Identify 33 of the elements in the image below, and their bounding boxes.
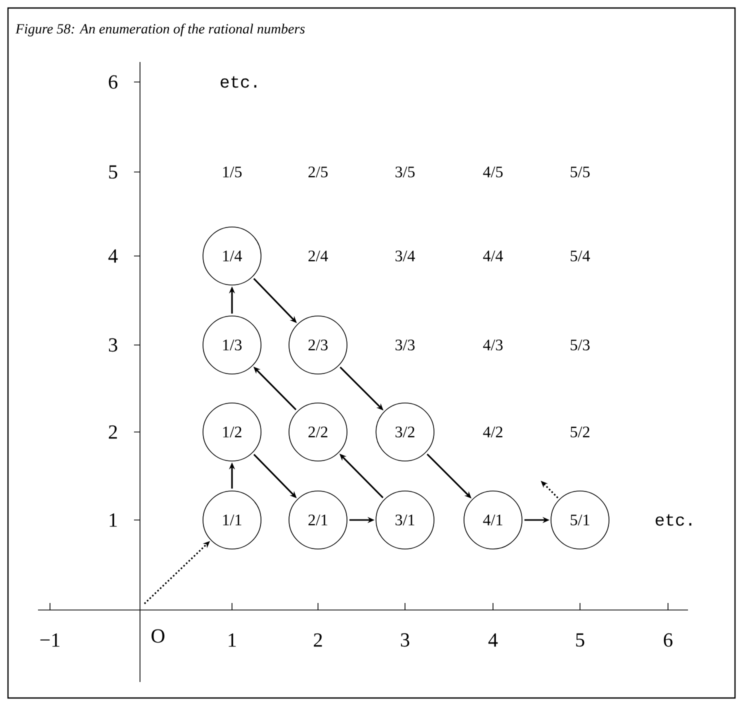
fraction-label: 2/4 — [308, 250, 328, 262]
fraction-label: 5/3 — [570, 340, 590, 350]
title: Figure 58: An enumeration of the rational numbers — [15, 24, 305, 36]
fraction-label: 2/5 — [308, 166, 328, 178]
tick-label: 3 — [108, 338, 118, 352]
tick-label: 3 — [400, 633, 410, 647]
tick-label: 6 — [664, 633, 672, 647]
arrow — [426, 454, 472, 498]
etc-label: etc. — [220, 76, 256, 88]
fraction-label: 1/5 — [223, 166, 242, 178]
fraction-label: 3/3 — [396, 340, 415, 350]
tick-label: 1 — [110, 513, 117, 527]
fraction-label: 4/2 — [483, 426, 502, 438]
fraction-label: 5/4 — [570, 250, 590, 262]
tick-label: −1 — [40, 633, 60, 647]
tick-label: 5 — [109, 165, 118, 179]
arrow — [340, 366, 384, 410]
tick-label: 4 — [488, 633, 498, 647]
tick-label: 2 — [108, 425, 117, 439]
fraction-label: 3/5 — [396, 166, 415, 178]
tick-label: 5 — [576, 633, 584, 647]
fraction-label: 5/5 — [570, 166, 590, 178]
fraction-label: 3/4 — [396, 250, 415, 262]
tick-label: O — [152, 629, 164, 643]
fraction-label: 4/3 — [483, 340, 503, 350]
tick-label: 1 — [228, 633, 236, 647]
etc-label: etc. — [656, 514, 692, 526]
fraction-label: 4/4 — [483, 250, 503, 262]
tick-label: 4 — [108, 249, 118, 263]
tick-label: 6 — [108, 75, 118, 89]
fraction-label: 5/2 — [570, 426, 590, 438]
fraction-label: 4/5 — [483, 166, 503, 178]
tick-label: 2 — [314, 633, 322, 647]
